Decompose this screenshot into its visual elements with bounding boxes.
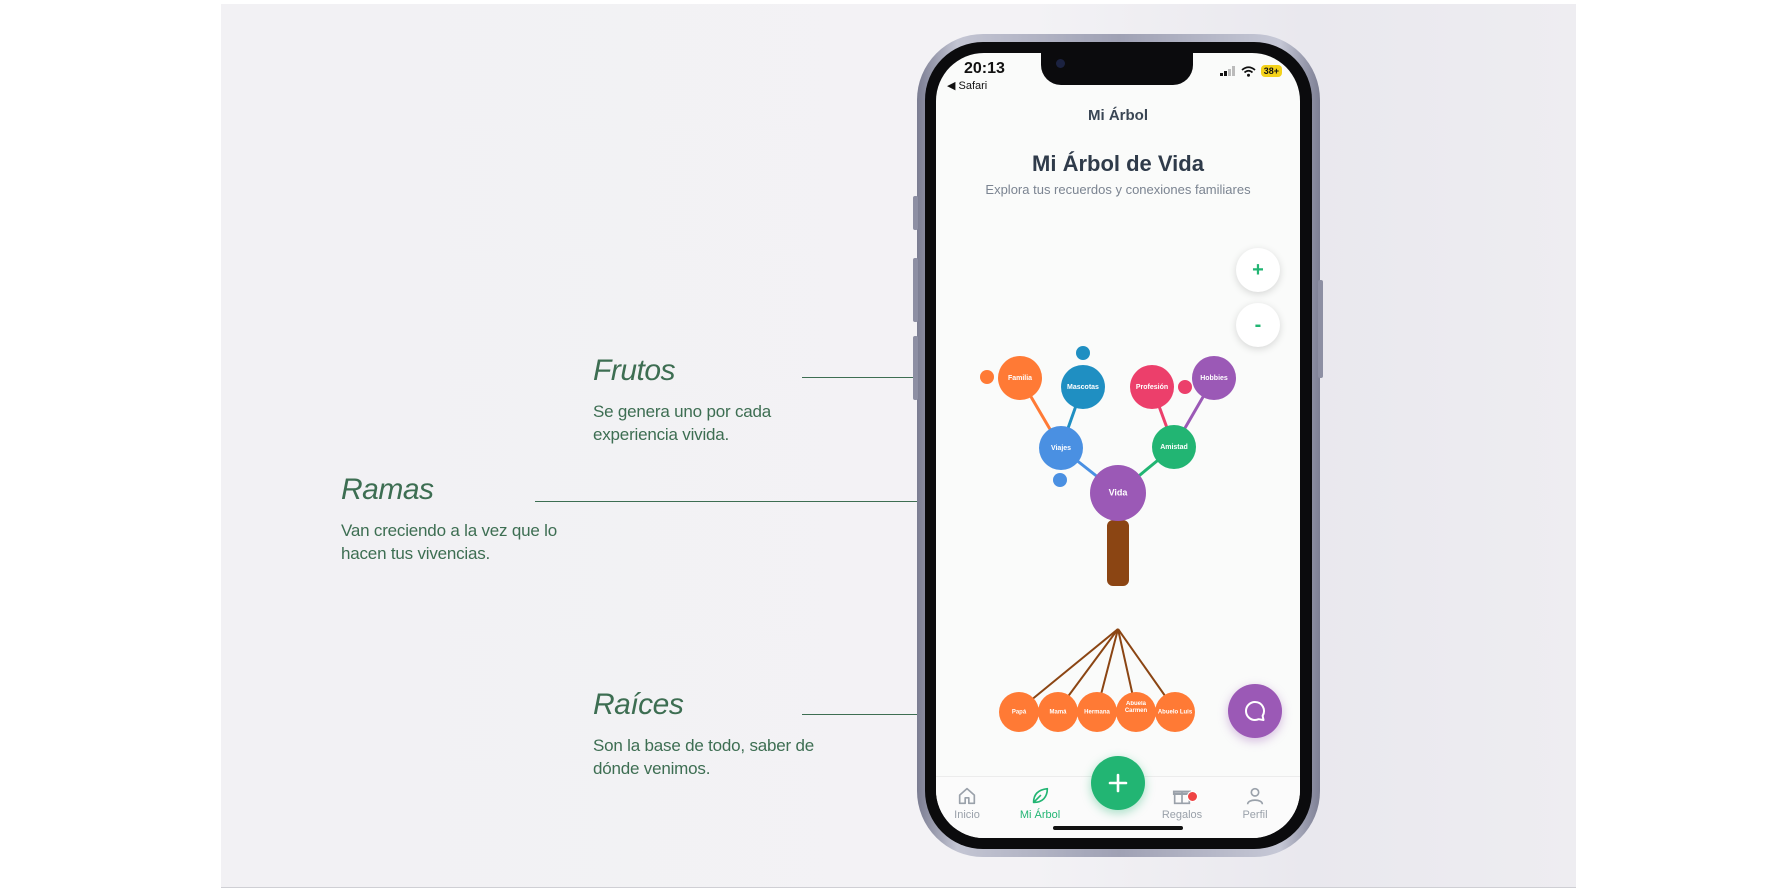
phone-volume-up <box>913 258 918 322</box>
annotation-raices-title: Raíces <box>593 688 684 721</box>
root-node-hermana[interactable]: Hermana <box>1077 692 1117 732</box>
fruit-node-hobbies[interactable]: Hobbies <box>1192 356 1236 400</box>
annotation-ramas-line <box>535 501 1080 502</box>
annotation-ramas-text: Van creciendo a la vez que lo hacen tus … <box>341 521 557 563</box>
add-memory-button[interactable] <box>1091 756 1145 810</box>
leaf-icon <box>1032 787 1049 804</box>
phone-notch <box>1041 53 1193 85</box>
bottom-divider <box>221 887 1576 888</box>
chat-button[interactable] <box>1228 684 1282 738</box>
tab-mi-arbol-label: Mi Árbol <box>1019 809 1061 821</box>
back-to-safari-link[interactable]: ◀ Safari <box>947 80 988 92</box>
tab-inicio-label: Inicio <box>954 809 980 821</box>
root-node-abuelo-luis[interactable]: Abuelo Luis <box>1155 692 1195 732</box>
chat-bubble-icon <box>1245 701 1265 721</box>
center-node-vida[interactable]: Vida <box>1090 465 1146 521</box>
annotation-frutos-line <box>802 377 980 378</box>
status-time: 20:13 <box>964 60 1005 77</box>
tab-regalos-label: Regalos <box>1161 809 1203 821</box>
branch-seed-viajes[interactable] <box>1053 473 1067 487</box>
phone-volume-down <box>913 336 918 400</box>
tab-inicio[interactable]: Inicio <box>936 785 1002 821</box>
svg-text:Familia: Familia <box>1008 375 1032 382</box>
plus-icon <box>1108 773 1128 793</box>
annotation-raices-text: Son la base de todo, saber de dónde veni… <box>593 736 815 778</box>
svg-text:Papá: Papá <box>1012 710 1027 716</box>
root-line-1 <box>1018 628 1119 711</box>
front-camera <box>1056 59 1065 68</box>
home-icon <box>958 787 976 805</box>
fruit-node-mascotas[interactable]: Mascotas <box>1061 365 1105 409</box>
battery-indicator: 38+ <box>1260 65 1282 77</box>
life-tree: Familia Mascotas Profesión Hobbies Viaje… <box>980 346 1236 732</box>
svg-text:Mascotas: Mascotas <box>1067 384 1099 391</box>
root-node-mama[interactable]: Mamá <box>1038 692 1078 732</box>
tree-trunk <box>1107 520 1129 586</box>
svg-text:Viajes: Viajes <box>1051 445 1071 452</box>
wifi-icon <box>1241 65 1256 77</box>
branch-node-viajes[interactable]: Viajes <box>1039 426 1083 470</box>
zoom-out-button[interactable]: - <box>1236 303 1280 347</box>
zoom-in-button[interactable]: + <box>1236 248 1280 292</box>
user-icon <box>1246 787 1264 805</box>
signal-icon <box>1219 66 1235 76</box>
tab-mi-arbol[interactable]: Mi Árbol <box>1005 785 1075 821</box>
fruit-node-familia[interactable]: Familia <box>998 356 1042 400</box>
tab-perfil-label: Perfil <box>1242 809 1268 821</box>
nav-title: Mi Árbol <box>1088 107 1148 124</box>
page-title: Mi Árbol de Vida <box>1032 151 1204 176</box>
phone-screen: 20:13 ◀ Safari 38+ Mi Árbol Mi Árbol de … <box>936 53 1300 838</box>
svg-text:Hobbies: Hobbies <box>1200 375 1228 382</box>
svg-text:Amistad: Amistad <box>1160 444 1188 451</box>
svg-text:Hermana: Hermana <box>1084 710 1110 716</box>
root-label-abuela-carmen: Abuela Carmen <box>1124 701 1148 714</box>
phone-power-button <box>1318 280 1323 378</box>
fruit-seed-mascotas[interactable] <box>1076 346 1090 360</box>
root-node-abuela-carmen[interactable]: Abuela Carmen <box>1116 692 1156 732</box>
tab-perfil[interactable]: Perfil <box>1220 785 1290 821</box>
svg-text:Abuelo Luis: Abuelo Luis <box>1158 710 1193 716</box>
notification-badge <box>1187 791 1198 802</box>
status-indicators: 38+ <box>1219 65 1282 77</box>
root-node-papa[interactable]: Papá <box>999 692 1039 732</box>
fruit-seed-profesion[interactable] <box>1178 380 1192 394</box>
presentation-background <box>221 4 1576 888</box>
annotation-ramas-title: Ramas <box>341 473 434 506</box>
annotation-frutos-title: Frutos <box>593 354 676 387</box>
svg-text:Profesión: Profesión <box>1136 384 1168 391</box>
annotation-raices-line <box>802 714 994 715</box>
svg-text:Vida: Vida <box>1109 487 1129 497</box>
annotation-frutos-text: Se genera uno por cada experiencia vivid… <box>593 402 772 444</box>
fruit-seed-familia[interactable] <box>980 370 994 384</box>
svg-text:Mamá: Mamá <box>1049 710 1067 716</box>
branch-node-amistad[interactable]: Amistad <box>1152 425 1196 469</box>
fruit-node-profesion[interactable]: Profesión <box>1130 365 1174 409</box>
phone-silent-switch <box>913 196 918 230</box>
tab-regalos[interactable]: Regalos <box>1147 785 1217 821</box>
page-subtitle: Explora tus recuerdos y conexiones famil… <box>985 182 1251 197</box>
home-indicator[interactable] <box>1053 826 1183 830</box>
